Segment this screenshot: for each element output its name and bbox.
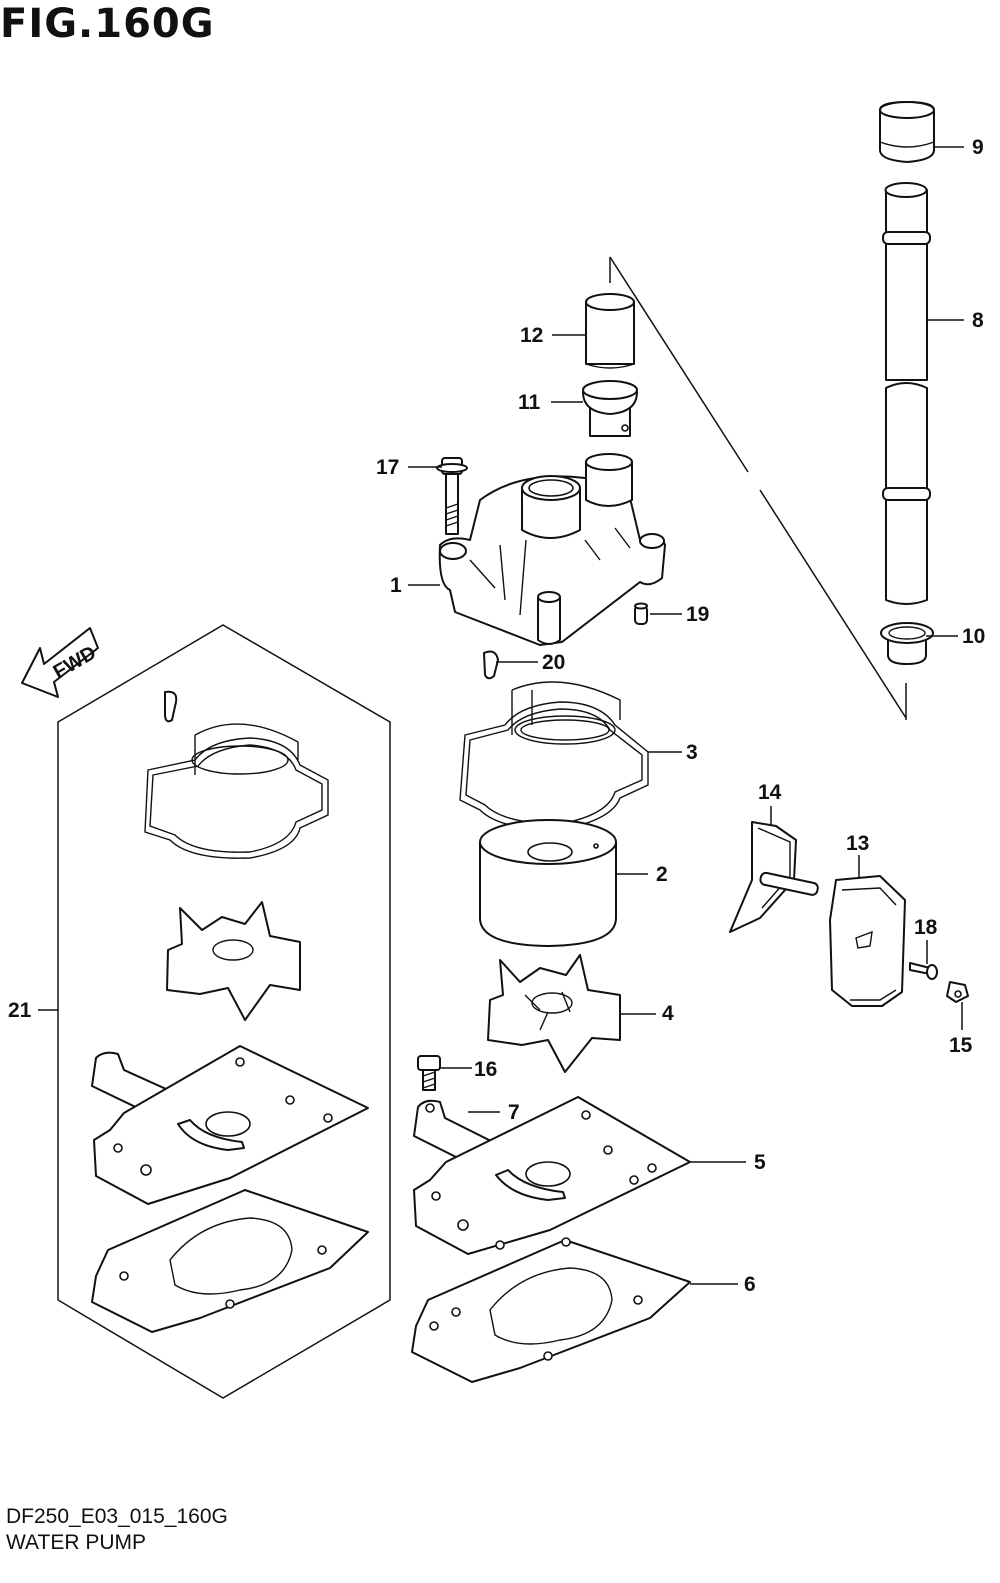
callout-16: 16 [474, 1058, 497, 1081]
impeller-part-4 [487, 954, 621, 1073]
grommet-part-9 [879, 101, 935, 163]
grommet-part-10 [880, 622, 934, 665]
screw-part-18 [909, 962, 938, 980]
callout-7: 7 [508, 1101, 520, 1124]
tube-group-outline [609, 256, 907, 720]
callout-6: 6 [744, 1273, 756, 1296]
liner-part-2 [479, 819, 617, 947]
leader-lines [38, 146, 964, 1285]
bolt-part-17 [436, 457, 468, 535]
callout-20: 20 [542, 651, 565, 674]
kit-impeller [166, 901, 301, 1021]
kit-gasket [144, 690, 329, 859]
callout-10: 10 [962, 625, 985, 648]
kit-plate [91, 1045, 369, 1205]
forward-arrow-icon: FWD [21, 627, 100, 698]
callout-8: 8 [972, 309, 984, 332]
callout-15: 15 [949, 1034, 973, 1057]
figure-footer: DF250_E03_015_160G WATER PUMP [6, 1504, 228, 1556]
callout-17: 17 [376, 456, 399, 479]
kit-outline [57, 624, 391, 1399]
figure-code: DF250_E03_015_160G [6, 1505, 228, 1528]
cover-part-13 [829, 875, 906, 1007]
callout-1: 1 [390, 574, 402, 597]
callout-4: 4 [662, 1002, 674, 1025]
figure-title: FIG.160G [0, 1, 215, 47]
callout-18: 18 [914, 916, 938, 939]
figure-name: WATER PUMP [6, 1531, 146, 1554]
bolt-part-16 [417, 1055, 441, 1091]
callout-5: 5 [754, 1151, 766, 1174]
callout-21: 21 [8, 999, 32, 1022]
kit-gasket-plate [91, 1189, 369, 1333]
callout-3: 3 [686, 741, 698, 764]
bracket-part-14 [729, 821, 819, 933]
callout-2: 2 [656, 863, 668, 886]
sleeve-part-12 [585, 293, 635, 369]
key-part-20 [483, 650, 499, 680]
grommet-part-11 [582, 380, 638, 437]
water-tube-part-8 [882, 182, 931, 605]
callout-12: 12 [520, 324, 543, 347]
callout-9: 9 [972, 136, 984, 159]
gasket-part-6 [411, 1237, 691, 1383]
callout-13: 13 [846, 832, 869, 855]
callout-11: 11 [518, 391, 541, 414]
callout-19: 19 [686, 603, 709, 626]
callout-numbers: 1 2 3 4 5 6 7 8 9 10 11 12 13 14 15 16 1… [8, 136, 985, 1296]
gasket-part-3 [459, 681, 649, 831]
pump-case-part-1 [438, 453, 666, 646]
callout-14: 14 [758, 781, 782, 804]
clip-part-15 [946, 981, 969, 1003]
pin-part-19 [634, 602, 648, 625]
plate-part-5 [413, 1096, 691, 1255]
